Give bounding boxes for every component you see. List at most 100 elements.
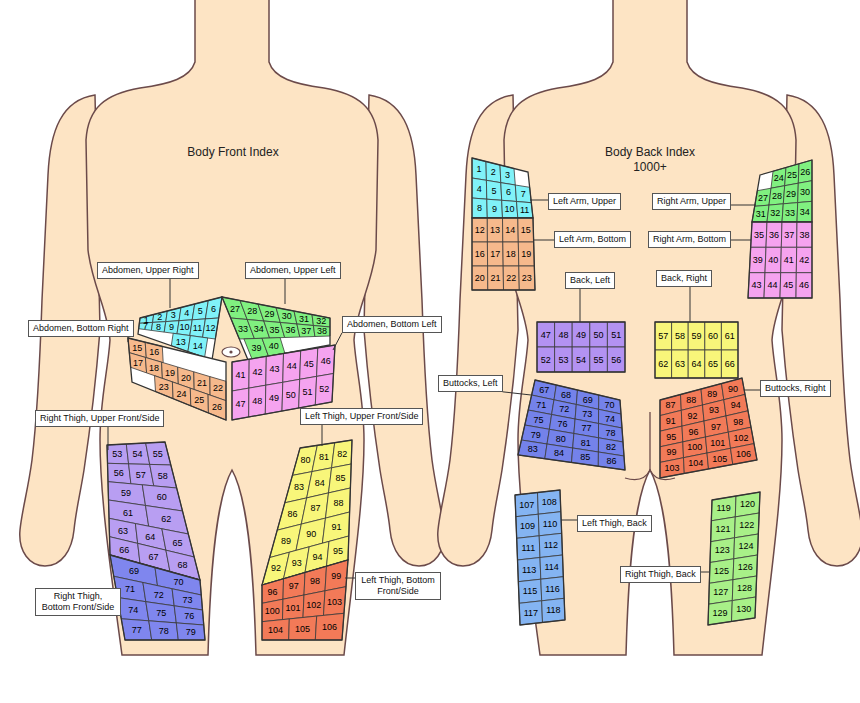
- cell-number: 34: [254, 325, 264, 334]
- cell-number: 73: [182, 595, 192, 604]
- cell-number: 9: [169, 323, 174, 332]
- grid-cell: [655, 322, 672, 350]
- region-ground: [660, 378, 757, 478]
- heading: 1000+: [633, 161, 667, 173]
- cell-number: 108: [542, 498, 557, 507]
- cell-number: 111: [521, 543, 535, 552]
- cell-number: 120: [740, 500, 755, 509]
- grid-cell: [655, 350, 672, 378]
- cell-number: 10: [505, 205, 515, 214]
- grid-cell: [501, 183, 517, 202]
- cell-number: 43: [270, 365, 280, 374]
- cell-number: 124: [739, 542, 754, 551]
- cell-number: 5: [198, 306, 203, 315]
- grid-cell: [108, 463, 131, 484]
- grid-cell: [472, 242, 488, 266]
- region-name: Left Thigh, Back: [582, 518, 647, 529]
- region-label-box: Right Arm, Upper: [652, 193, 731, 210]
- region-label-box: Back, Left: [565, 272, 615, 289]
- grid-cell: [472, 198, 487, 218]
- cell-number: 21: [197, 379, 207, 388]
- cell-number: 17: [133, 358, 143, 367]
- grid-cell: [303, 591, 325, 618]
- cell-number: 61: [725, 332, 735, 341]
- cell-number: 29: [265, 309, 275, 318]
- cell-number: 89: [281, 536, 291, 545]
- cell-number: 43: [752, 281, 762, 290]
- cell-number: 103: [327, 597, 342, 606]
- cell-number: 33: [238, 324, 248, 333]
- cell-number: 97: [711, 422, 721, 431]
- cell-number: 50: [286, 391, 296, 400]
- cell-number: 94: [731, 401, 741, 410]
- cell-number: 58: [158, 471, 168, 480]
- cell-number: 95: [666, 432, 676, 441]
- back-body: [438, 0, 860, 655]
- cell-number: 91: [666, 416, 676, 425]
- region-label-box: Buttocks, Left: [438, 375, 503, 392]
- region-label-box: Left Thigh, Back: [577, 515, 652, 532]
- cell-number: 105: [712, 454, 727, 463]
- grid-cell: [660, 458, 684, 478]
- grid-cell: [176, 623, 205, 640]
- cell-number: 31: [299, 314, 309, 323]
- grid-cell: [151, 322, 165, 333]
- cell-number: 71: [536, 400, 546, 409]
- leader-line: [701, 572, 709, 573]
- cell-number: 75: [156, 608, 166, 617]
- grid-cell: [572, 322, 590, 347]
- cell-number: 40: [768, 256, 778, 265]
- cell-number: 23: [159, 382, 169, 391]
- cell-number: 19: [521, 250, 531, 259]
- cell-number: 80: [300, 456, 310, 465]
- cell-number: 8: [477, 204, 482, 213]
- cell-number: 40: [269, 342, 279, 351]
- region-name: Abdomen, Bottom Right: [33, 323, 129, 334]
- cell-number: 69: [129, 567, 139, 576]
- cell-number: 95: [333, 546, 343, 555]
- cell-number: 88: [333, 498, 343, 507]
- region-name: Left Arm, Bottom: [559, 234, 626, 245]
- cell-number: 33: [785, 208, 795, 217]
- region-label-box: Right Arm, Bottom: [648, 231, 731, 248]
- region-label-box: Abdomen, Upper Left: [245, 262, 341, 279]
- grid-cell: [705, 350, 722, 378]
- grid-cell: [313, 326, 330, 337]
- grid-cell: [332, 440, 352, 468]
- cell-number: 76: [557, 420, 567, 429]
- cell-number: 101: [286, 603, 301, 612]
- cell-number: 56: [611, 355, 621, 364]
- cell-number: 125: [714, 567, 729, 576]
- grid-cell: [781, 222, 797, 247]
- grid-cell: [749, 247, 766, 272]
- cell-number: 101: [710, 438, 725, 447]
- grid-cell: [515, 493, 538, 517]
- cell-number: 130: [736, 605, 751, 614]
- cell-number: 83: [528, 445, 538, 454]
- cell-number: 55: [153, 449, 163, 458]
- grid-cell: [542, 598, 565, 622]
- heading: Body Front Index: [187, 146, 278, 158]
- cell-number: 2: [491, 168, 496, 177]
- grid-cell: [707, 448, 733, 469]
- grid-cell: [721, 322, 738, 350]
- grid-cell: [304, 566, 327, 595]
- cell-number: 32: [316, 317, 326, 326]
- grid-cell: [297, 324, 315, 337]
- region-name: Right Arm, Bottom: [653, 234, 726, 245]
- cell-number: 44: [287, 362, 297, 371]
- cell-number: 122: [739, 521, 754, 530]
- grid-cell: [607, 322, 625, 347]
- cell-number: 90: [728, 384, 738, 393]
- grid-cell: [315, 613, 344, 640]
- cell-number: 90: [306, 529, 316, 538]
- grid-cell: [796, 247, 812, 272]
- cell-number: 20: [181, 374, 191, 383]
- region-label-box: Left Arm, Upper: [548, 193, 621, 210]
- region-ground: [262, 560, 348, 640]
- region-name: Back, Left: [570, 275, 610, 286]
- grid-cell: [518, 579, 541, 603]
- grid-cell: [590, 347, 608, 372]
- cell-number: 100: [687, 443, 702, 452]
- cell-number: 68: [178, 560, 188, 569]
